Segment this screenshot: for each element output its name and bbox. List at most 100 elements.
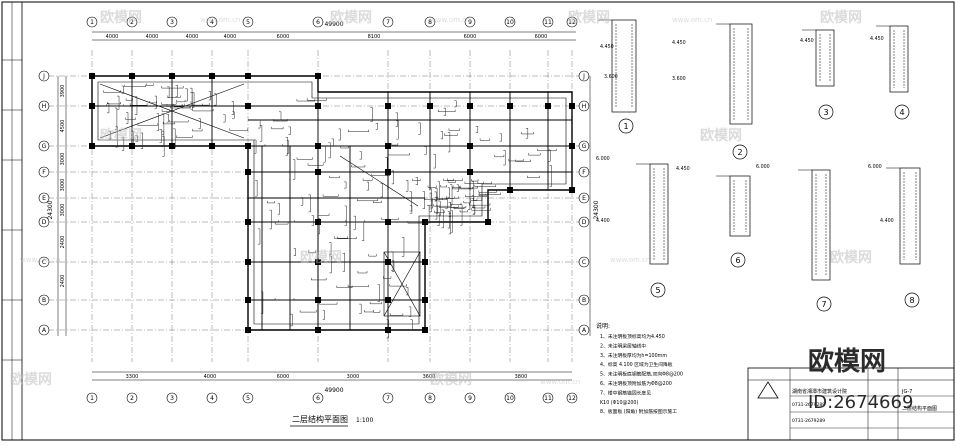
bottom-dimension: 4000: [204, 374, 217, 380]
column: [315, 219, 321, 225]
column: [245, 297, 251, 303]
column: [385, 259, 391, 265]
rebar-mark: [170, 105, 191, 109]
rebar-mark: [166, 104, 174, 107]
rebar-mark: [299, 310, 317, 313]
detail-elevation: 3.600: [672, 76, 686, 82]
column: [209, 143, 215, 149]
axis-bubble: [424, 16, 436, 28]
top-dimension: 4000: [186, 34, 199, 40]
rebar-mark: [292, 159, 296, 180]
column: [385, 143, 391, 149]
rebar-mark: [454, 100, 457, 108]
rebar-mark: [311, 215, 314, 226]
axis-bubble: [206, 392, 218, 404]
rebar-mark: [444, 133, 458, 136]
rebar-mark: [271, 126, 284, 130]
left-dimension: 2400: [60, 275, 66, 288]
rebar-mark: [278, 220, 295, 223]
watermark-brand-large: 欧模网: [808, 346, 886, 377]
rebar-mark: [456, 184, 459, 192]
rebar-mark: [361, 221, 365, 242]
left-dimension: 3900: [60, 85, 66, 98]
column: [245, 73, 251, 79]
axis-bubble: [38, 256, 50, 268]
watermark-brand-mid-left: 欧模网: [100, 127, 142, 144]
right-total-dimension: 24300: [593, 200, 600, 219]
top-dimension: 6000: [464, 34, 477, 40]
detail-elevation: 4.400: [880, 218, 894, 224]
rebar-mark: [347, 284, 369, 288]
axis-bubble-label: G: [42, 143, 47, 150]
drawing-name: 二层结构平面图: [902, 405, 937, 412]
rebar-mark: [322, 194, 339, 197]
rebar-mark: [395, 112, 398, 127]
rebar-mark: [308, 250, 316, 253]
axis-bubble-label: B: [42, 297, 46, 304]
rebar-mark: [377, 284, 380, 302]
rebar-mark: [331, 138, 334, 147]
rebar-mark: [257, 228, 261, 245]
rebar-mark: [478, 193, 486, 196]
detail-elevation: 6.000: [756, 164, 770, 170]
axis-bubble: [166, 392, 178, 404]
rebar-mark: [319, 302, 338, 305]
axis-bubble: [578, 216, 590, 228]
column: [569, 143, 575, 149]
axis-bubble: [38, 324, 50, 336]
left-dimension: 2400: [60, 236, 66, 249]
axis-bubble: [38, 216, 50, 228]
axis-bubble-label: E: [582, 195, 586, 202]
rebar-mark: [192, 92, 195, 108]
company-phone-2: 0731-2679289: [792, 418, 825, 424]
rebar-mark: [434, 210, 445, 214]
rebar-mark: [515, 159, 531, 162]
rebar-mark: [344, 181, 347, 189]
axis-bubble-label: 2: [130, 19, 134, 26]
horizontal-axis-grid: [48, 75, 584, 331]
rebar-mark: [310, 277, 327, 281]
column: [385, 219, 391, 225]
note-item: 1、未注明板顶标高均为4.450: [600, 333, 665, 340]
axis-bubble: [86, 16, 98, 28]
rebar-mark: [192, 108, 214, 112]
rebar-mark: [208, 91, 211, 101]
rebar-mark: [373, 200, 382, 203]
rebar-mark: [389, 284, 407, 287]
rebar-mark: [391, 143, 399, 146]
column: [569, 187, 575, 193]
watermark-brand-top-far: 欧模网: [820, 9, 862, 26]
note-item: 4、标高 4.100 区域为卫生间降板: [600, 361, 673, 368]
detail-label-bubble: [818, 104, 834, 120]
watermark-brand-top-left: 欧模网: [100, 9, 142, 26]
rebar-mark: [125, 98, 133, 101]
rebar-mark: [386, 319, 389, 339]
axis-bubble: [242, 16, 254, 28]
axis-bubble-label: 2: [130, 395, 134, 402]
column: [422, 259, 428, 265]
rebar-mark: [437, 181, 440, 201]
column: [129, 143, 135, 149]
total-dimension-top: 49900: [324, 21, 343, 28]
rebar-mark: [447, 180, 456, 183]
axis-bubble: [464, 392, 476, 404]
rebar-mark: [348, 129, 370, 132]
rebar-mark: [162, 135, 165, 157]
rebar-mark: [494, 154, 505, 158]
rebar-mark: [368, 254, 377, 257]
detail-section-outline: [729, 175, 751, 237]
rebar-mark: [440, 184, 447, 188]
rebar-mark: [159, 129, 162, 143]
axis-bubble: [126, 16, 138, 28]
axis-bubble: [38, 192, 50, 204]
rebar-mark: [175, 85, 178, 97]
note-item: 2、未注明梁居轴线中: [600, 342, 646, 349]
bottom-dimension: 3600: [423, 374, 436, 380]
axis-bubble: [578, 256, 590, 268]
column: [245, 103, 251, 109]
rebar-mark: [214, 93, 217, 106]
